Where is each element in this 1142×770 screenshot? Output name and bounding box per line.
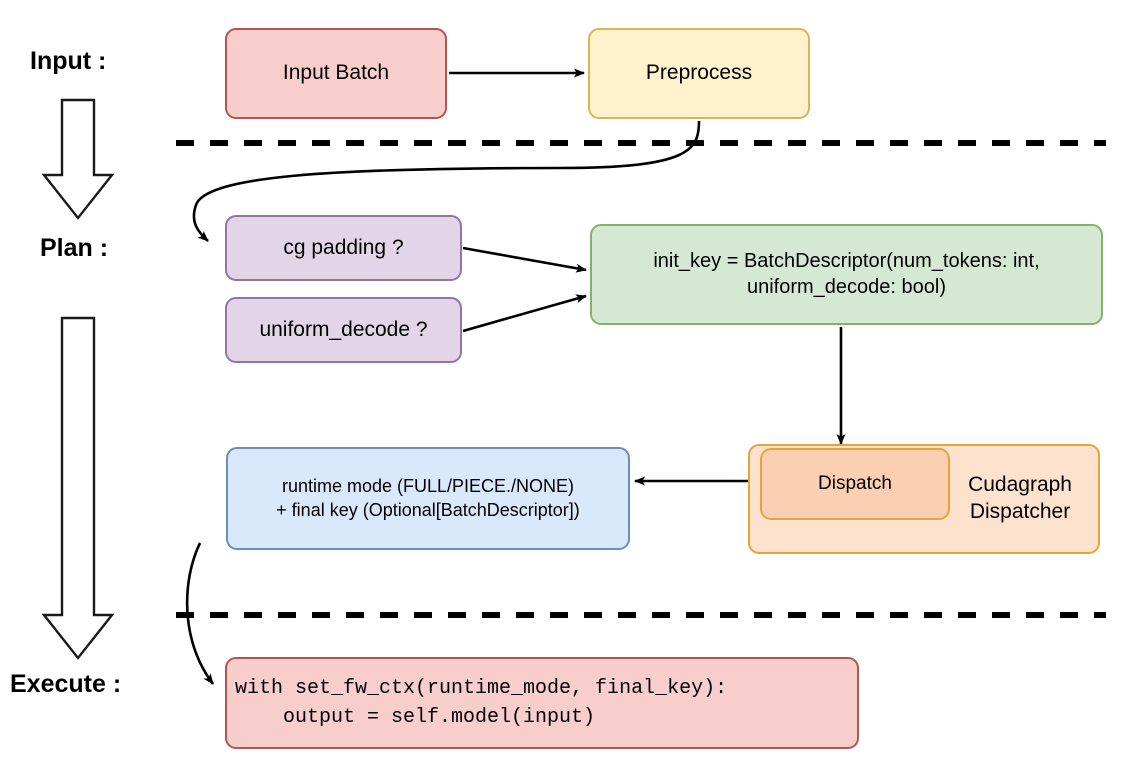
stage-label-plan: Plan :: [40, 234, 109, 262]
connector-cg-padding-to-init-key: [462, 246, 587, 273]
execute-code-text: with set_fw_ctx(runtime_mode, final_key)…: [235, 677, 728, 729]
node-input-batch[interactable]: Input Batch: [225, 28, 447, 119]
node-dispatch[interactable]: Dispatch: [760, 448, 950, 520]
stage-label-execute: Execute :: [10, 670, 122, 698]
node-uniform-decode[interactable]: uniform_decode ?: [225, 297, 462, 363]
stage-label-input: Input :: [30, 47, 107, 75]
stage-arrow-plan-to-execute: [41, 316, 115, 660]
connector-uniform-decode-to-init-key: [462, 294, 587, 333]
node-execute-code[interactable]: with set_fw_ctx(runtime_mode, final_key)…: [225, 657, 859, 749]
node-preprocess[interactable]: Preprocess: [588, 28, 810, 119]
node-init-key[interactable]: init_key = BatchDescriptor(num_tokens: i…: [590, 224, 1103, 325]
stage-arrow-input-to-plan: [41, 98, 115, 220]
node-runtime-mode[interactable]: runtime mode (FULL/PIECE./NONE) + final …: [226, 447, 630, 550]
node-cg-padding[interactable]: cg padding ?: [225, 215, 462, 281]
connector-runtime-mode-to-execute: [185, 542, 215, 685]
